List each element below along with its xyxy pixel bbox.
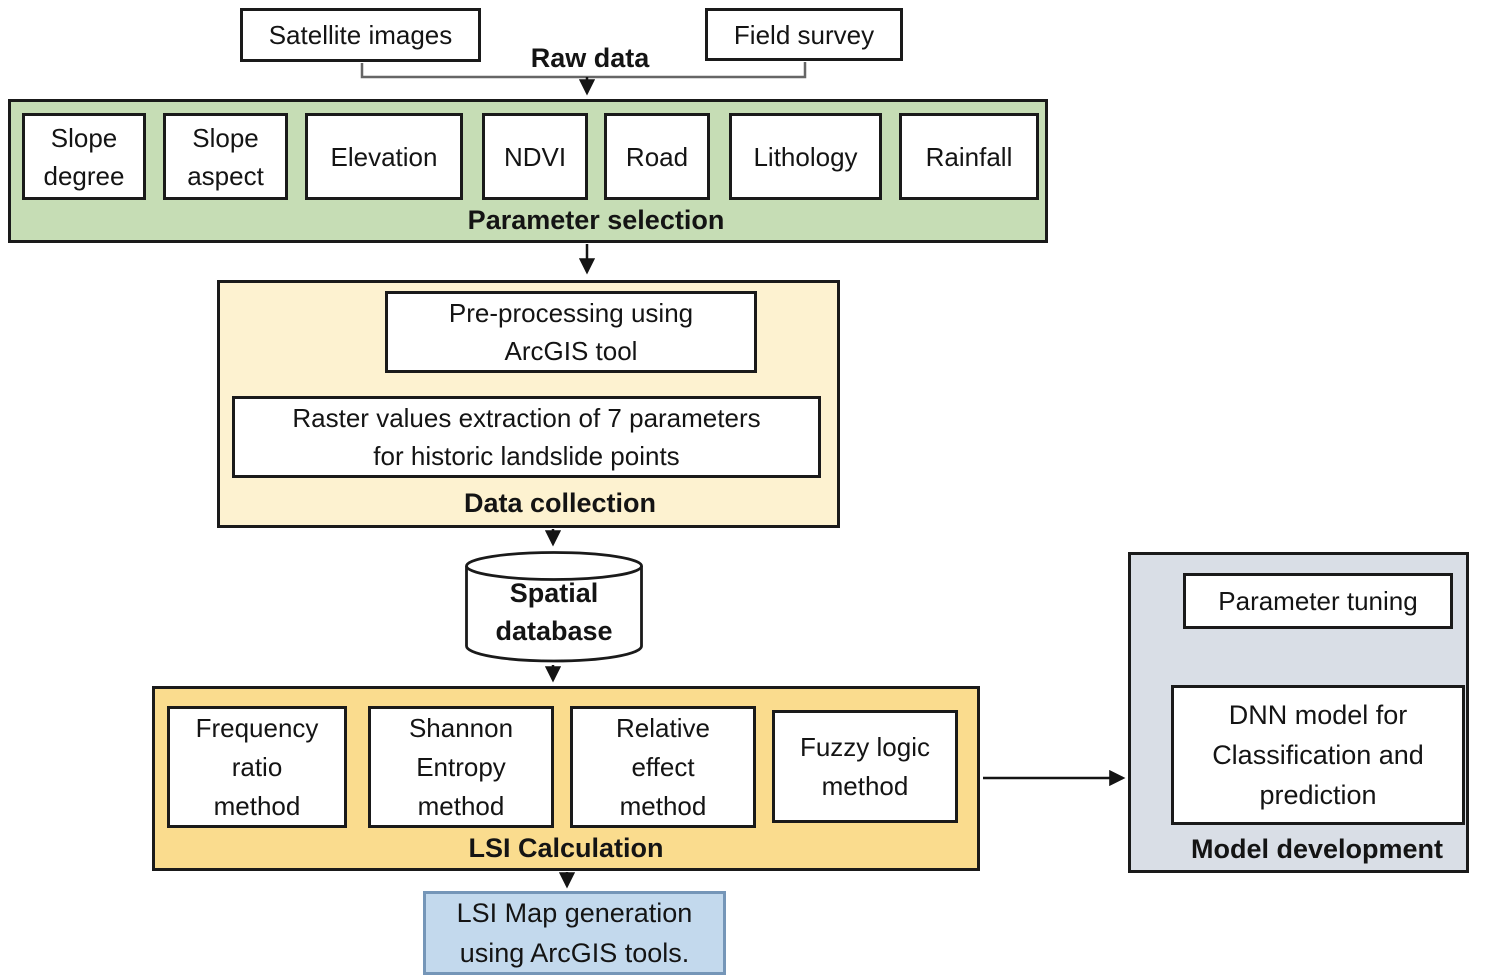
preprocessing-label: Pre-processing using ArcGIS tool [448, 298, 694, 366]
parameter-box-rainfall: Rainfall [899, 113, 1039, 200]
parameter-box-slope-degree: Slope degree [22, 113, 146, 200]
parameter-label: Slope aspect [187, 122, 264, 191]
parameter-label: Slope degree [43, 122, 125, 191]
parameter-box-road: Road [604, 113, 710, 200]
field-survey-label: Field survey [733, 19, 875, 50]
parameter-label: NDVI [503, 141, 567, 172]
parameter-box-ndvi: NDVI [482, 113, 588, 200]
parameter-label: Lithology [753, 141, 858, 172]
method-box-shannon-entropy: Shannon Entropy method [368, 706, 554, 828]
parameter-box-elevation: Elevation [305, 113, 463, 200]
method-box-fuzzy-logic: Fuzzy logic method [772, 710, 958, 823]
lsi-map-generation-box: LSI Map generation using ArcGIS tools. [423, 891, 726, 975]
field-survey-box: Field survey [705, 8, 903, 61]
parameter-label: Road [625, 141, 689, 172]
method-box-relative-effect: Relative effect method [570, 706, 756, 828]
preprocessing-box: Pre-processing using ArcGIS tool [385, 291, 757, 373]
raw-data-label: Raw data [530, 43, 650, 73]
satellite-images-label: Satellite images [268, 20, 453, 50]
dnn-model-box: DNN model for Classification and predict… [1171, 685, 1465, 825]
method-box-frequency-ratio: Frequency ratio method [167, 706, 347, 828]
lsi-calculation-title: LSI Calculation [468, 833, 664, 863]
method-label: Fuzzy logic method [799, 731, 931, 801]
method-label: Relative effect method [616, 712, 710, 821]
raster-extraction-label: Raster values extraction of 7 parameters… [292, 403, 761, 471]
satellite-images-box: Satellite images [240, 8, 481, 62]
method-label: Frequency ratio method [195, 712, 319, 821]
parameter-selection-title: Parameter selection [467, 205, 725, 235]
parameter-tuning-label: Parameter tuning [1218, 586, 1418, 616]
data-collection-title: Data collection [463, 488, 657, 518]
spatial-database-label: Spatial database [495, 578, 613, 646]
raster-extraction-box: Raster values extraction of 7 parameters… [232, 396, 821, 478]
parameter-label: Rainfall [925, 141, 1013, 172]
parameter-label: Elevation [330, 141, 438, 172]
spatial-database-cylinder: Spatial database [464, 550, 644, 664]
method-label: Shannon Entropy method [408, 712, 514, 821]
model-development-title: Model development [1190, 834, 1444, 864]
cylinder-shape [465, 551, 643, 663]
parameter-tuning-box: Parameter tuning [1183, 573, 1453, 629]
parameter-box-slope-aspect: Slope aspect [163, 113, 288, 200]
lsi-map-generation-label: LSI Map generation using ArcGIS tools. [456, 898, 693, 968]
parameter-box-lithology: Lithology [729, 113, 882, 200]
dnn-model-label: DNN model for Classification and predict… [1212, 700, 1424, 810]
